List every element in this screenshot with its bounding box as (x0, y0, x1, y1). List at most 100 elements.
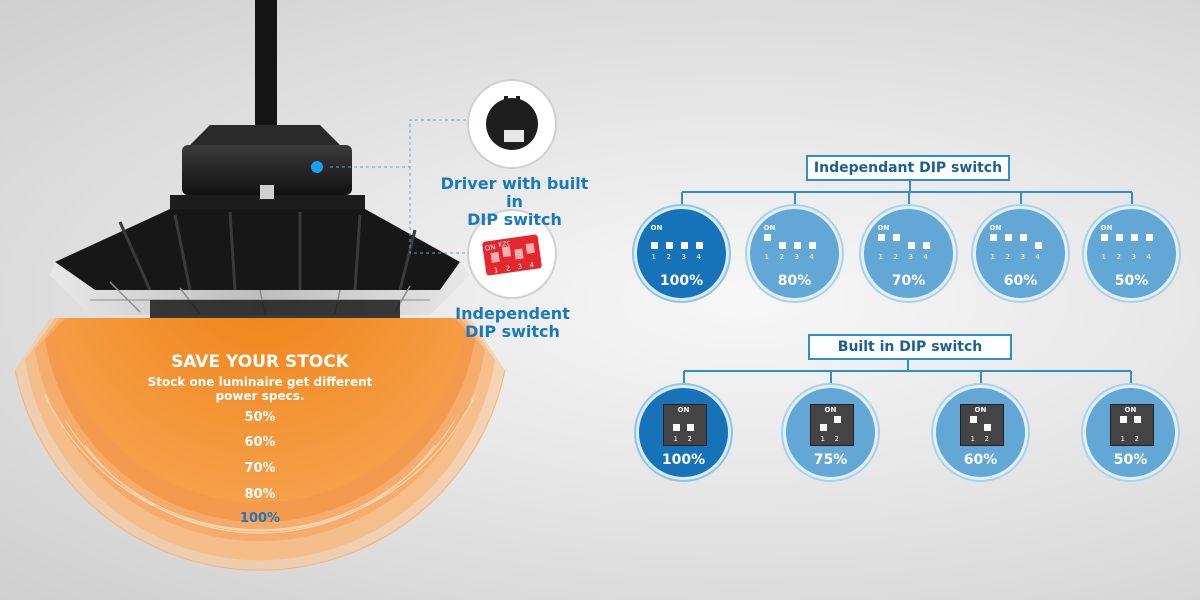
dip-number: 2 (1005, 253, 1010, 261)
dip-percent-label: 60% (963, 452, 998, 468)
dip-toggle (672, 424, 680, 431)
dip-on-label: ON (677, 406, 690, 414)
dip-number: 1 (878, 253, 883, 261)
dip-toggle (892, 234, 900, 241)
dip-circle: ON 1 2 60% (933, 385, 1028, 480)
dip-number: 1 (1101, 253, 1106, 261)
dip-number: 2 (984, 435, 989, 443)
dip-toggle (877, 234, 885, 241)
dip-on-label: ON (989, 224, 1002, 232)
svg-text:1: 1 (493, 266, 499, 275)
dip-switch-graphic: ON 1 2 3 4 (1099, 223, 1161, 263)
dip-number: 4 (1035, 253, 1040, 261)
dip-on-label: ON (763, 224, 776, 232)
driver-housing (170, 125, 365, 209)
dip-on-label: ON (877, 224, 890, 232)
dip-circle: ON 1 2 50% (1083, 385, 1178, 480)
dip-circle: ON 1 2 75% (783, 385, 878, 480)
heatsink-body (50, 209, 470, 318)
dip-number: 2 (834, 435, 839, 443)
dip-toggle (1119, 416, 1127, 423)
dip-percent-label: 80% (777, 273, 812, 289)
dip-number: 2 (779, 253, 784, 261)
dip-switch-graphic: ON 1 2 (809, 404, 854, 446)
dip-switch-graphic: ON 1 2 3 4 (649, 223, 711, 263)
dip-switch-graphic: ON 1 2 (959, 404, 1004, 446)
dip-number: 2 (687, 435, 692, 443)
callout-lines (330, 119, 470, 254)
dip-toggle (1034, 242, 1042, 249)
level-60: 60% (244, 435, 276, 450)
svg-text:3: 3 (517, 263, 523, 272)
dip-toggle (763, 234, 771, 241)
dip-circle: ON 1 2 3 4 80% (747, 206, 842, 301)
dip-number: 3 (794, 253, 799, 261)
dip-number: 2 (666, 253, 671, 261)
dip-number: 1 (970, 435, 975, 443)
dip-toggle (1100, 234, 1108, 241)
independent-switch-image: ON KZC 1 2 3 4 (467, 209, 557, 299)
dip-number: 1 (1120, 435, 1125, 443)
switch-print-text: ON (484, 243, 496, 252)
dip-toggle (907, 242, 915, 249)
dip-toggle (1019, 234, 1027, 241)
pendant-rod (255, 0, 277, 125)
dip-toggle (1004, 234, 1012, 241)
dip-number: 4 (1146, 253, 1151, 261)
builtin-title: Built in DIP switch (808, 334, 1012, 360)
dip-switch-graphic: ON 1 2 (1109, 404, 1154, 446)
level-70: 70% (244, 461, 276, 476)
dip-number: 1 (764, 253, 769, 261)
dip-percent-label: 50% (1114, 273, 1149, 289)
dip-toggle (983, 424, 991, 431)
level-80: 80% (244, 487, 276, 502)
dip-number: 3 (1020, 253, 1025, 261)
luminaire-illustration: ON KZC 1 2 3 4 (14, 0, 557, 571)
dip-toggle (1130, 234, 1138, 241)
independent-title: Independant DIP switch (806, 155, 1010, 181)
dip-percent-label: 75% (813, 452, 848, 468)
dip-toggle (1133, 416, 1141, 423)
dip-toggle (650, 242, 658, 249)
dip-toggle (808, 242, 816, 249)
dip-number: 1 (673, 435, 678, 443)
dip-toggle (1145, 234, 1153, 241)
dip-number: 4 (696, 253, 701, 261)
dip-number: 2 (1116, 253, 1121, 261)
save-stock-title: SAVE YOUR STOCK (171, 352, 349, 372)
dip-number: 1 (651, 253, 656, 261)
dip-percent-label: 70% (891, 273, 926, 289)
dip-number: 1 (820, 435, 825, 443)
dip-switch-graphic: ON 1 2 (662, 404, 707, 446)
dip-toggle (793, 242, 801, 249)
dip-on-label: ON (974, 406, 987, 414)
dip-circle: ON 1 2 3 4 50% (1084, 206, 1179, 301)
dip-number: 3 (1131, 253, 1136, 261)
dip-number: 2 (1134, 435, 1139, 443)
dip-switch-graphic: ON 1 2 3 4 (762, 223, 824, 263)
dip-number: 4 (809, 253, 814, 261)
independent-callout-label: Independent DIP switch (455, 304, 570, 341)
dip-on-label: ON (650, 224, 663, 232)
power-fan (14, 318, 506, 571)
dip-toggle (989, 234, 997, 241)
dip-toggle (686, 424, 694, 431)
dip-percent-label: 50% (1113, 452, 1148, 468)
level-50: 50% (244, 410, 276, 425)
dip-toggle (680, 242, 688, 249)
dip-toggle (922, 242, 930, 249)
dip-on-label: ON (1124, 406, 1137, 414)
dip-toggle (778, 242, 786, 249)
level-100: 100% (239, 511, 281, 526)
dip-number: 3 (681, 253, 686, 261)
dip-on-label: ON (1100, 224, 1113, 232)
dip-toggle (665, 242, 673, 249)
dip-on-label: ON (824, 406, 837, 414)
dip-percent-label: 60% (1003, 273, 1038, 289)
dip-percent-label: 100% (659, 273, 704, 289)
dip-toggle (833, 416, 841, 423)
